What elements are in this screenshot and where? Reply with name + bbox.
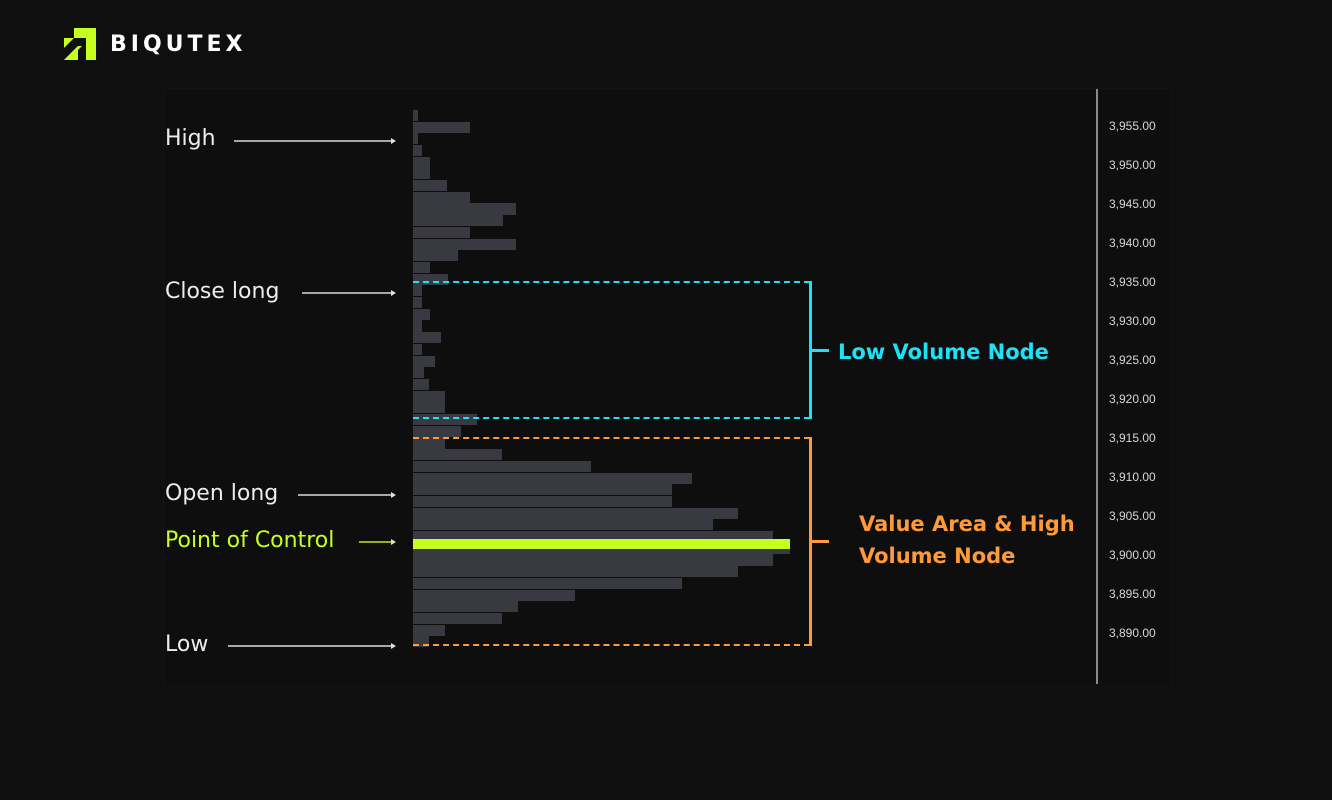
volume-bar (413, 460, 591, 472)
volume-bar (413, 355, 435, 367)
price-tick: 3,940.00 (1109, 236, 1156, 250)
label-close-long: Close long (165, 279, 280, 304)
volume-bar (413, 425, 461, 437)
volume-bar (413, 238, 516, 250)
volume-bar (413, 566, 738, 578)
volume-bar (413, 589, 575, 601)
volume-bar (413, 437, 445, 449)
volume-bar (413, 144, 422, 157)
price-tick: 3,890.00 (1109, 626, 1156, 640)
price-tick: 3,935.00 (1109, 275, 1156, 289)
volume-bar (413, 343, 422, 355)
volume-bar (413, 121, 470, 133)
chart-panel (163, 88, 1172, 687)
label-low: Low (165, 632, 209, 657)
value-area-label: Value Area & High Volume Node (859, 508, 1075, 572)
volume-bar (413, 226, 470, 238)
volume-bar (413, 472, 692, 484)
volume-bar (413, 203, 516, 215)
va-top-line (413, 437, 810, 439)
price-tick: 3,925.00 (1109, 353, 1156, 367)
volume-bar (413, 297, 422, 309)
price-tick: 3,930.00 (1109, 314, 1156, 328)
volume-bar (413, 519, 713, 531)
volume-bar (413, 601, 518, 613)
volume-bar (413, 402, 445, 414)
volume-bar (413, 133, 418, 145)
price-tick: 3,915.00 (1109, 431, 1156, 445)
value-area-line1: Value Area & High (859, 512, 1075, 536)
volume-bar (413, 577, 682, 589)
volume-bar (413, 180, 447, 192)
volume-bar (413, 390, 445, 402)
volume-bar (413, 156, 430, 168)
volume-bar (413, 285, 422, 297)
label-open-long: Open long (165, 481, 279, 506)
volume-bar (413, 554, 773, 566)
label-high: High (165, 126, 216, 151)
volume-bar (413, 308, 430, 320)
price-tick: 3,945.00 (1109, 197, 1156, 211)
arrow-icon (302, 290, 396, 296)
va-bottom-line (413, 644, 810, 646)
price-tick: 3,895.00 (1109, 587, 1156, 601)
volume-bar (413, 612, 502, 625)
brand-name: BIQUTEX (110, 31, 247, 57)
arrow-icon (228, 643, 396, 649)
biqutex-logo-icon (64, 28, 96, 60)
price-tick: 3,905.00 (1109, 509, 1156, 523)
volume-bar (413, 250, 458, 262)
volume-bar (413, 191, 470, 203)
volume-bar (413, 109, 418, 121)
volume-bar (413, 507, 738, 519)
brand-logo: BIQUTEX (64, 28, 247, 60)
volume-bar (413, 495, 672, 508)
lvn-top-line (413, 281, 810, 283)
price-tick: 3,920.00 (1109, 392, 1156, 406)
lvn-bottom-line (413, 417, 810, 419)
volume-bar (413, 484, 672, 496)
price-tick: 3,950.00 (1109, 158, 1156, 172)
va-bracket-tick (811, 540, 829, 543)
poc-bar (413, 539, 790, 549)
label-poc: Point of Control (165, 528, 335, 553)
volume-bar (413, 414, 477, 426)
volume-bar (413, 332, 441, 344)
volume-bar (413, 367, 424, 379)
volume-bar (413, 273, 448, 285)
price-tick: 3,955.00 (1109, 119, 1156, 133)
price-tick: 3,910.00 (1109, 470, 1156, 484)
value-area-line2: Volume Node (859, 544, 1016, 568)
price-axis-line (1096, 89, 1098, 684)
lvn-bracket (809, 281, 812, 419)
arrow-icon (298, 492, 396, 498)
volume-bar (413, 168, 430, 180)
volume-bar (413, 378, 429, 391)
lvn-bracket-tick (811, 349, 829, 352)
arrow-icon (234, 138, 396, 144)
price-tick: 3,900.00 (1109, 548, 1156, 562)
volume-bar (413, 320, 422, 332)
va-bracket (809, 437, 812, 646)
volume-bar (413, 624, 445, 636)
arrow-icon (359, 539, 396, 545)
volume-bar (413, 531, 773, 543)
volume-bar (413, 261, 430, 274)
volume-bar (413, 636, 429, 648)
volume-bar (413, 215, 503, 227)
low-volume-node-label: Low Volume Node (838, 340, 1049, 364)
volume-bar (413, 449, 502, 461)
